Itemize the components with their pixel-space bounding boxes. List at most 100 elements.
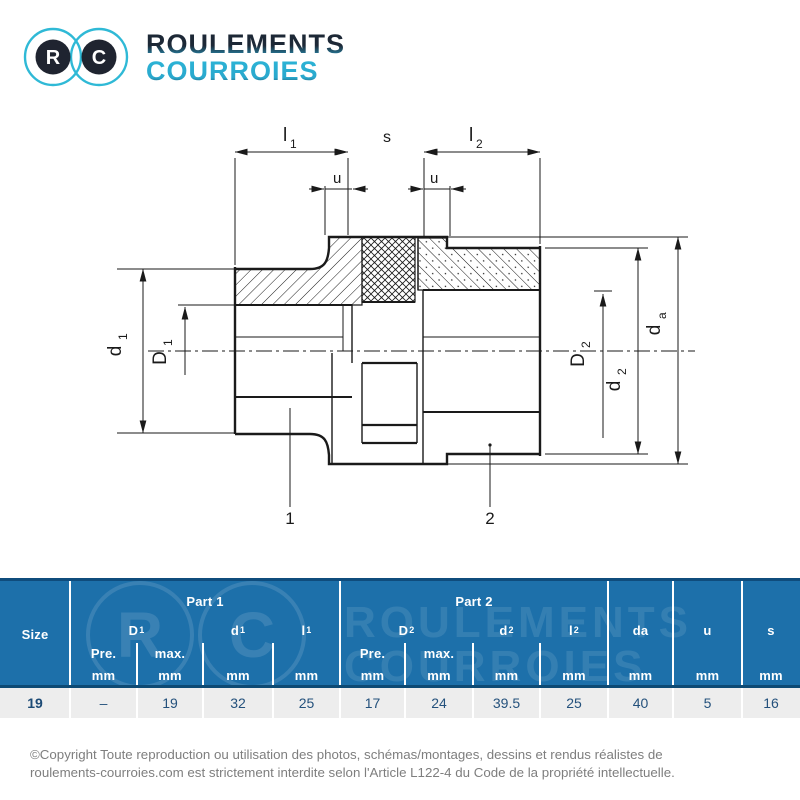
column-separator bbox=[672, 581, 674, 685]
logo-letter-c: C bbox=[92, 47, 106, 69]
unit-mm: mm bbox=[695, 667, 720, 683]
dimension-lines bbox=[139, 148, 682, 507]
body-outlines bbox=[233, 235, 542, 466]
unit-mm: mm bbox=[226, 667, 250, 683]
row-separator bbox=[136, 688, 138, 718]
coupling-cross-section-diagram: l 1 s l 2 u u d 1 D 1 D 2 d 2 d a 1 2 bbox=[105, 125, 695, 528]
unit-mm: mm bbox=[360, 667, 385, 683]
copyright-line-1: ©Copyright Toute reproduction ou utilisa… bbox=[30, 747, 663, 762]
row-separator bbox=[741, 688, 743, 718]
label-l1: l bbox=[283, 125, 287, 146]
label-da: d a bbox=[644, 312, 669, 335]
hub2-section bbox=[417, 237, 541, 291]
svg-text:2: 2 bbox=[579, 341, 593, 348]
column-separator bbox=[404, 643, 406, 685]
cell-d1: 32 bbox=[230, 695, 246, 711]
cell-d2: 39.5 bbox=[492, 695, 521, 711]
infinity-loop-icon: R C bbox=[23, 27, 129, 87]
svg-text:d: d bbox=[604, 381, 625, 392]
cell-D2-pre: 17 bbox=[364, 695, 381, 711]
svg-text:1: 1 bbox=[116, 333, 130, 340]
svg-text:D: D bbox=[150, 351, 171, 365]
unit-mm: mm bbox=[158, 667, 182, 683]
callout-part2: 2 bbox=[485, 509, 494, 528]
column-separator bbox=[202, 643, 204, 685]
logo-word-courroies: COURROIES bbox=[146, 56, 319, 86]
group-header-part1: Part 1 bbox=[186, 593, 224, 609]
unit-mm: mm bbox=[294, 667, 319, 683]
copyright-line-2: roulements-courroies.com est strictement… bbox=[30, 765, 675, 781]
dimension-labels: l 1 s l 2 u u d 1 D 1 D 2 d 2 d a 1 2 bbox=[105, 125, 669, 528]
column-separator bbox=[539, 643, 541, 685]
unit-mm: mm bbox=[494, 667, 519, 683]
cell-D2-max: 24 bbox=[431, 695, 447, 711]
cell-D1-pre: – bbox=[99, 695, 108, 711]
row-separator bbox=[272, 688, 274, 718]
logo-word-roulements: ROULEMENTS bbox=[146, 29, 345, 59]
row-separator bbox=[69, 688, 71, 718]
col-header-u: u bbox=[703, 622, 712, 638]
unit-mm: mm bbox=[427, 667, 451, 683]
unit-mm: mm bbox=[562, 667, 586, 683]
row-separator bbox=[404, 688, 406, 718]
svg-text:1: 1 bbox=[161, 339, 175, 346]
cell-s: 16 bbox=[763, 695, 779, 711]
svg-text:2: 2 bbox=[476, 137, 483, 151]
svg-text:a: a bbox=[655, 312, 669, 319]
column-separator bbox=[741, 581, 743, 685]
brand-logo: R C ROULEMENTS COURROIES bbox=[23, 27, 345, 87]
col-header-size: Size bbox=[21, 627, 49, 642]
edge-lines bbox=[235, 238, 540, 464]
row-separator bbox=[539, 688, 541, 718]
column-separator bbox=[272, 643, 274, 685]
row-separator bbox=[607, 688, 609, 718]
svg-text:D: D bbox=[568, 353, 589, 367]
label-D1: D 1 bbox=[150, 339, 175, 365]
row-separator bbox=[672, 688, 674, 718]
extension-lines bbox=[117, 158, 688, 465]
label-u-left: u bbox=[333, 170, 341, 187]
table-data-row: 19 – 19 32 25 17 24 39.5 25 40 5 16 bbox=[0, 688, 800, 718]
cell-l1: 25 bbox=[298, 695, 315, 711]
label-l2: l bbox=[469, 125, 473, 146]
col-header-s: s bbox=[767, 622, 775, 638]
hub1-section bbox=[234, 236, 363, 306]
callout-part1: 1 bbox=[285, 509, 294, 528]
cell-size: 19 bbox=[27, 695, 43, 711]
svg-text:2: 2 bbox=[615, 368, 629, 375]
col-header-da: da bbox=[632, 622, 649, 638]
label-d2: d 2 bbox=[604, 368, 629, 391]
table-header: R C ROULEMENTS COURROIES Size Part 1 Par… bbox=[0, 578, 800, 685]
svg-text:d: d bbox=[644, 325, 665, 336]
subcol-pre-1: Pre. bbox=[90, 645, 117, 661]
unit-mm: mm bbox=[91, 667, 116, 683]
spec-table: R C ROULEMENTS COURROIES Size Part 1 Par… bbox=[0, 578, 800, 718]
logo-letter-r: R bbox=[46, 47, 61, 69]
svg-text:d: d bbox=[105, 346, 126, 357]
subcol-max-1: max. bbox=[154, 645, 186, 661]
copyright-notice: ©Copyright Toute reproduction ou utilisa… bbox=[30, 746, 775, 783]
cell-da: 40 bbox=[632, 695, 649, 711]
cell-l2: 25 bbox=[566, 695, 582, 711]
row-separator bbox=[202, 688, 204, 718]
header-divider bbox=[0, 685, 800, 688]
unit-mm: mm bbox=[628, 667, 653, 683]
label-s: s bbox=[383, 129, 391, 146]
c-circle bbox=[81, 39, 117, 75]
group-header-part2: Part 2 bbox=[455, 593, 493, 609]
column-separator bbox=[339, 581, 341, 685]
row-separator bbox=[472, 688, 474, 718]
subcol-pre-2: Pre. bbox=[359, 645, 386, 661]
spider-section bbox=[361, 236, 416, 303]
column-separator bbox=[136, 643, 138, 685]
r-circle bbox=[35, 39, 71, 75]
column-separator bbox=[472, 643, 474, 685]
svg-text:1: 1 bbox=[290, 137, 297, 151]
